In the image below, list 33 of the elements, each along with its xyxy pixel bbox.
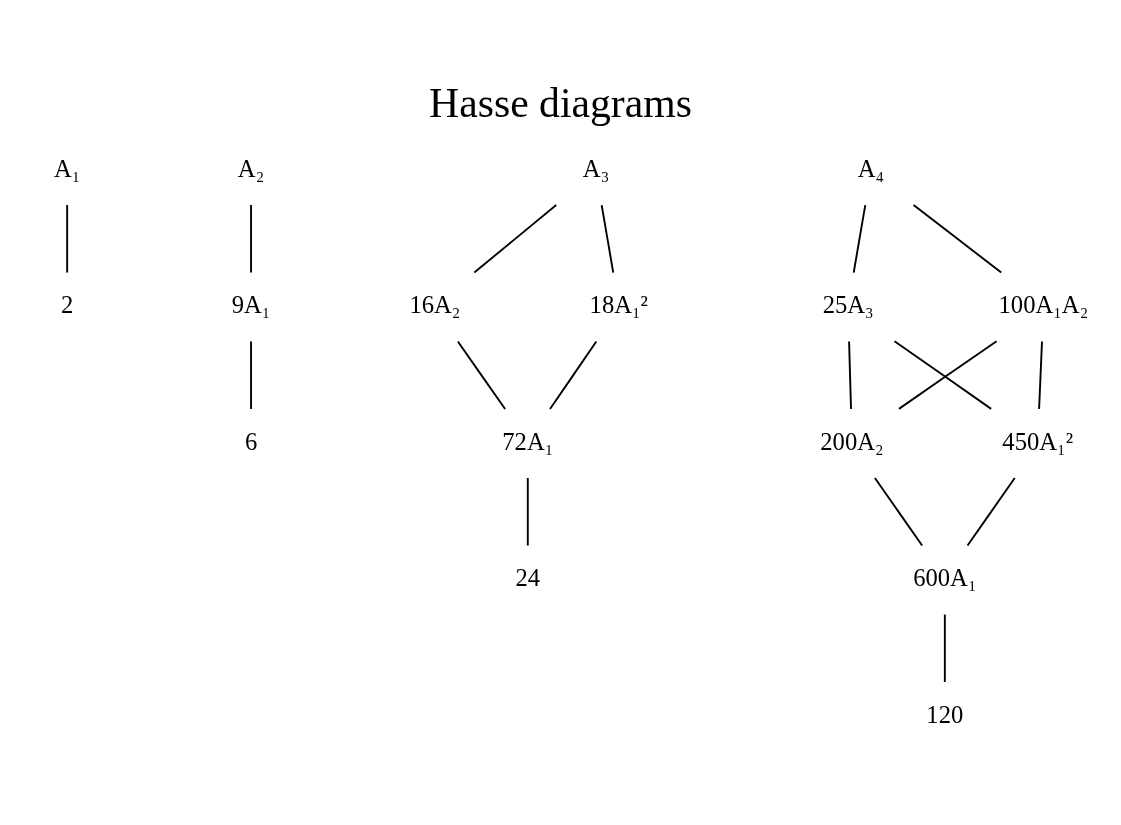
node-text: 25A₃ <box>822 290 874 318</box>
connector <box>549 340 598 410</box>
node-text: 9A₁ <box>231 290 271 318</box>
node-text: 120 <box>926 700 964 728</box>
connector <box>848 340 852 410</box>
connector <box>473 203 558 273</box>
node-text: 72A₁ <box>502 427 554 455</box>
connector <box>852 203 867 273</box>
node-text: 450A₁² <box>1002 427 1074 455</box>
node-text: A₃ <box>582 154 610 182</box>
node-text: 18A₁² <box>589 290 648 318</box>
connector <box>1038 340 1043 410</box>
node-text: A₂ <box>237 154 265 182</box>
node-text: 600A₁ <box>913 563 977 591</box>
node-text: A₁ <box>53 154 81 182</box>
connector <box>456 340 507 410</box>
connector <box>912 203 1003 273</box>
node-text: 200A₂ <box>820 427 884 455</box>
connector <box>66 203 69 273</box>
connector <box>966 476 1016 546</box>
connector <box>250 340 252 410</box>
connector <box>873 476 924 546</box>
node-text: 24 <box>515 563 541 591</box>
node-text: 2 <box>61 290 74 318</box>
diagram-title: Hasse diagrams <box>429 79 692 126</box>
node-text: 100A₁A₂ <box>998 290 1089 318</box>
connector <box>943 613 946 683</box>
node-text: 6 <box>244 427 258 455</box>
connector <box>526 476 529 546</box>
node-text: A₄ <box>857 154 885 182</box>
node-text: 16A₂ <box>409 290 461 318</box>
connector <box>600 203 615 273</box>
connector <box>250 203 252 273</box>
